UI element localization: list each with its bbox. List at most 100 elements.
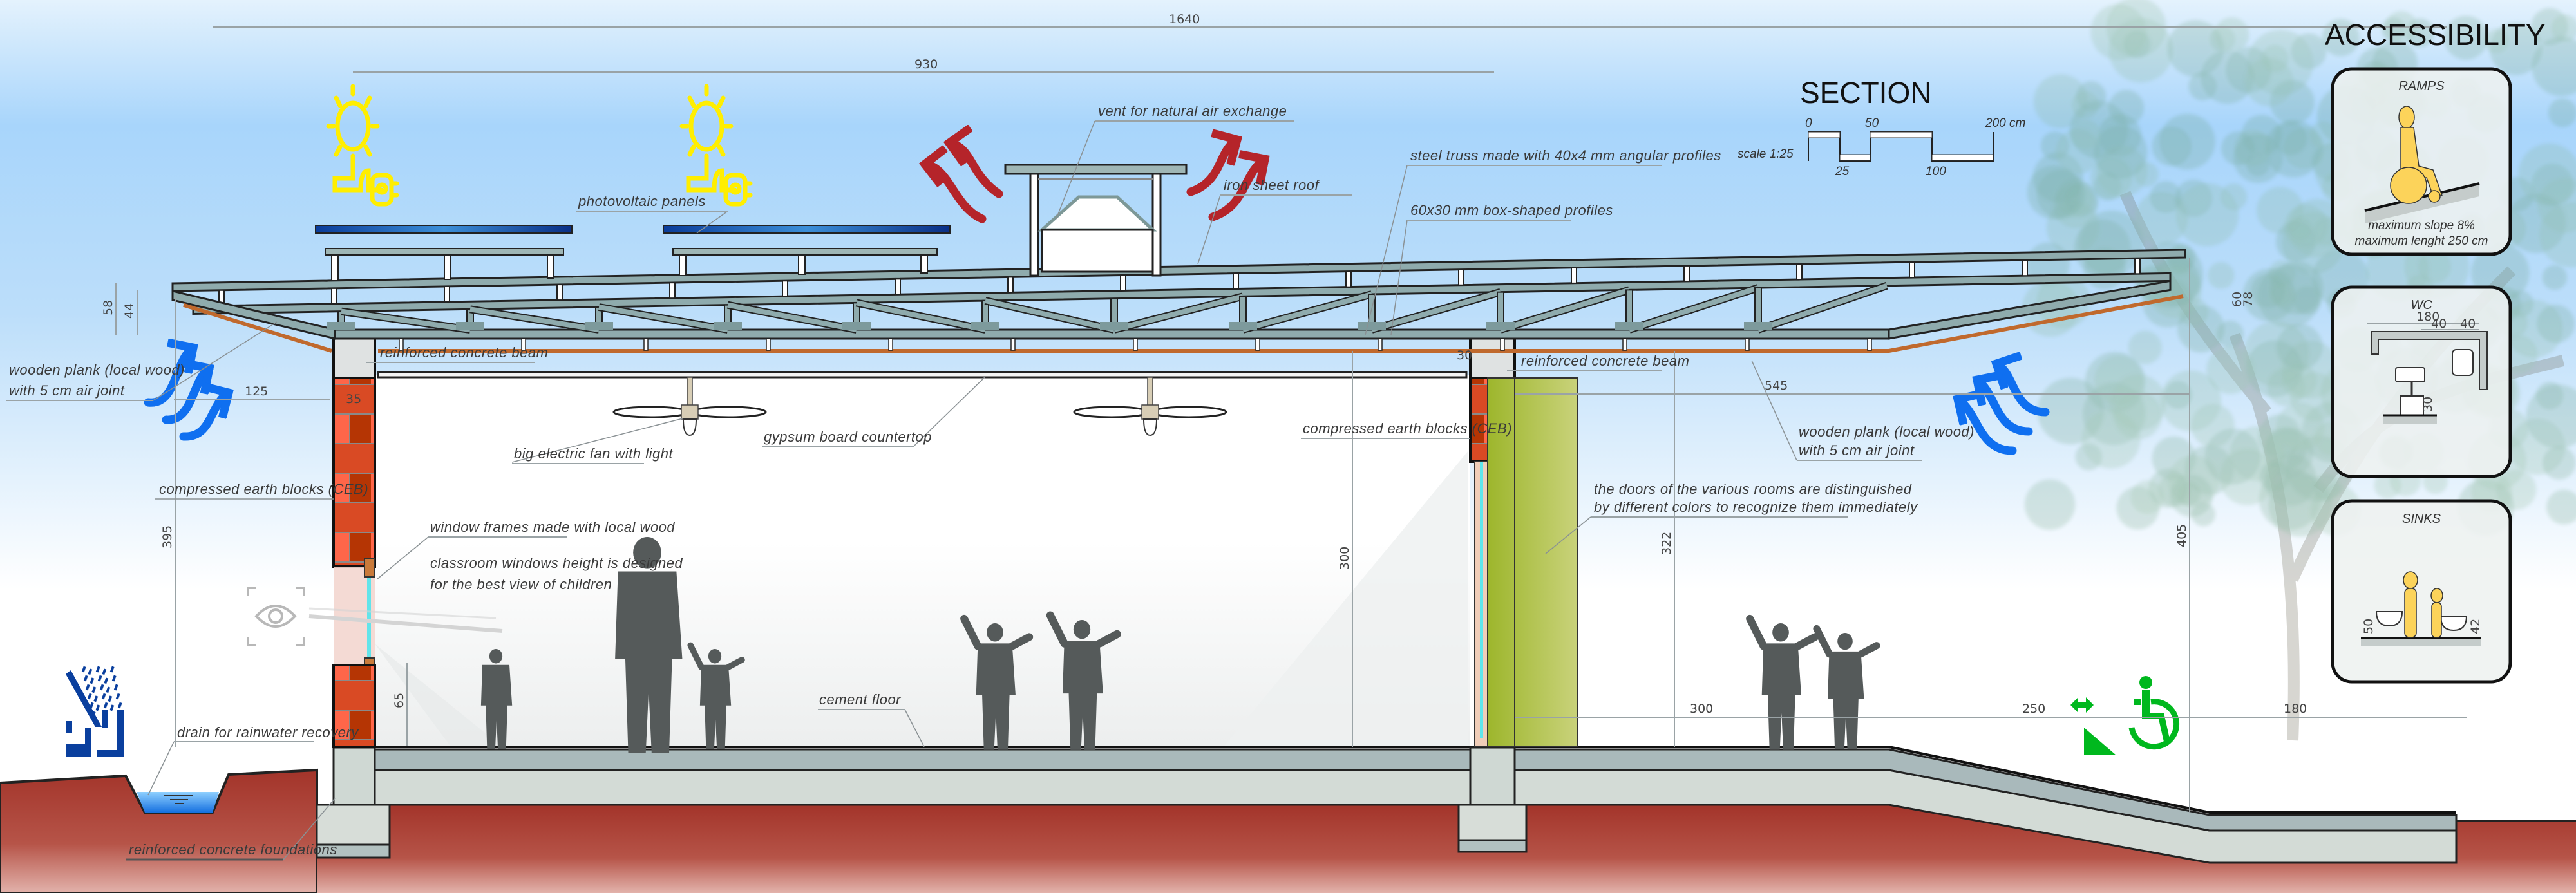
tree-foliage xyxy=(2374,471,2401,499)
label-foundations: reinforced concrete foundations xyxy=(129,841,337,858)
fan-blade xyxy=(1073,406,1150,418)
dim-door-height: 322 xyxy=(1660,532,1674,555)
plug-body xyxy=(370,173,394,207)
person-head xyxy=(1837,633,1853,650)
box-profile-purlin xyxy=(1683,265,1690,282)
ramp-slope xyxy=(2365,183,2479,223)
wheelchair-user-icon xyxy=(2390,106,2443,204)
tree-foliage xyxy=(2537,305,2575,343)
person-arm xyxy=(960,614,982,650)
plug-cable xyxy=(332,153,384,193)
tree-foliage xyxy=(2261,44,2289,73)
tree-foliage xyxy=(2094,125,2148,179)
dim-height-right: 405 xyxy=(2175,524,2189,547)
label-beam-left: reinforced concrete beam xyxy=(380,344,548,361)
sinks-title: SINKS xyxy=(2402,512,2441,526)
rain-drop xyxy=(95,704,100,711)
person-head xyxy=(633,537,661,569)
tree-foliage xyxy=(2322,19,2360,57)
dim-window-sill: 65 xyxy=(392,693,406,708)
annotation-labels: photovoltaic panels vent for natural air… xyxy=(6,103,1975,861)
plug-socket xyxy=(729,182,742,195)
dim-height-left: 395 xyxy=(160,525,175,549)
box-profile-purlin xyxy=(1458,268,1464,286)
scale-tick-200: 200 cm xyxy=(1985,117,2025,130)
tree-foliage xyxy=(2175,183,2239,247)
truss-gusset xyxy=(971,322,999,330)
person-head xyxy=(1772,623,1789,642)
person-body xyxy=(976,643,1016,750)
rain-drop xyxy=(81,666,86,673)
dim-ramp-250: 250 xyxy=(2022,702,2045,716)
sun-ray xyxy=(717,95,726,108)
truss-right-eave xyxy=(1888,279,2172,340)
box-profile-purlin xyxy=(895,278,901,296)
cool-air-arrow-right-icon xyxy=(1958,364,2050,455)
wooden-plank-right xyxy=(1888,294,2184,353)
label-cement-floor: cement floor xyxy=(819,691,902,708)
tree-foliage xyxy=(2276,402,2325,451)
truss-gusset xyxy=(1358,322,1386,330)
fan-rod xyxy=(1147,377,1153,407)
sinks-dim-42: 42 xyxy=(2468,619,2483,634)
left-concrete-beam xyxy=(332,335,376,379)
tree-foliage xyxy=(2233,133,2283,183)
tree-foliage xyxy=(2270,261,2324,315)
floor-finish-line xyxy=(375,746,2456,814)
tree-foliage xyxy=(2024,479,2076,530)
tree-foliage xyxy=(2130,480,2164,514)
truss-diagonal-fill xyxy=(1242,292,1373,332)
scale-tick-100: 100 xyxy=(1926,165,1946,178)
wc-dim-40b: 40 xyxy=(2460,317,2476,331)
truss-diagonal-fill xyxy=(1113,294,1244,332)
person-body xyxy=(1828,651,1864,750)
dim-interior-height: 300 xyxy=(1338,547,1352,570)
label-doors-2: by different colors to recognize them im… xyxy=(1594,499,1918,515)
rain-drop xyxy=(111,675,117,682)
ramps-max-length: maximum lenght 250 cm xyxy=(2355,234,2488,248)
tree-foliage xyxy=(2284,204,2328,249)
person-silhouette xyxy=(687,642,745,749)
dim-right-60: 60 xyxy=(2230,292,2244,307)
tree-foliage xyxy=(2208,262,2235,289)
sinks-floor xyxy=(2361,638,2481,646)
tree-foliage xyxy=(2090,4,2147,61)
sink-high-icon xyxy=(2375,611,2403,627)
tree-foliage xyxy=(2204,428,2261,485)
person-body xyxy=(1761,643,1801,750)
gypsum-ceiling xyxy=(377,371,1468,379)
truss-diagonal-fill xyxy=(1370,289,1502,332)
rain-tank-left xyxy=(66,728,91,757)
box-profile-purlin xyxy=(444,285,450,303)
person-silhouette xyxy=(480,649,513,749)
label-doors-1: the doors of the various rooms are disti… xyxy=(1594,481,1912,497)
hot-air-arrow-icon xyxy=(925,140,1265,223)
plank-spacer xyxy=(521,338,526,351)
tree-foliage xyxy=(2543,446,2576,480)
wc-dim-40a: 40 xyxy=(2431,317,2447,331)
box-profile-purlin xyxy=(2134,258,2141,275)
tree-foliage xyxy=(2281,362,2317,399)
sun-ray xyxy=(334,144,343,157)
box-profile-purlin xyxy=(1233,272,1239,290)
wc-toilet-bowl xyxy=(2400,395,2424,416)
wc-floor xyxy=(2383,415,2437,424)
wc-dim-30: 30 xyxy=(2421,397,2435,412)
person-silhouette xyxy=(1813,625,1880,750)
box-profile-purlin xyxy=(1909,261,1915,279)
tree-foliage xyxy=(2546,489,2576,525)
tree-foliage xyxy=(2539,202,2576,267)
person-body xyxy=(480,664,513,749)
ground-soil xyxy=(0,768,318,893)
middle-foundation xyxy=(1457,746,1528,853)
tree-foliage xyxy=(2273,122,2307,155)
dim-right-78: 78 xyxy=(2241,292,2255,307)
label-wood-plank-left-2: with 5 cm air joint xyxy=(9,382,125,399)
rain-drop xyxy=(104,677,109,684)
sun-solar-plug-icon xyxy=(326,84,399,207)
person-arm xyxy=(725,657,745,670)
wc-plan-walls xyxy=(2371,331,2488,390)
person-silhouette xyxy=(1746,614,1819,750)
dim-eave-44: 44 xyxy=(122,303,137,319)
drain-water xyxy=(137,792,219,813)
